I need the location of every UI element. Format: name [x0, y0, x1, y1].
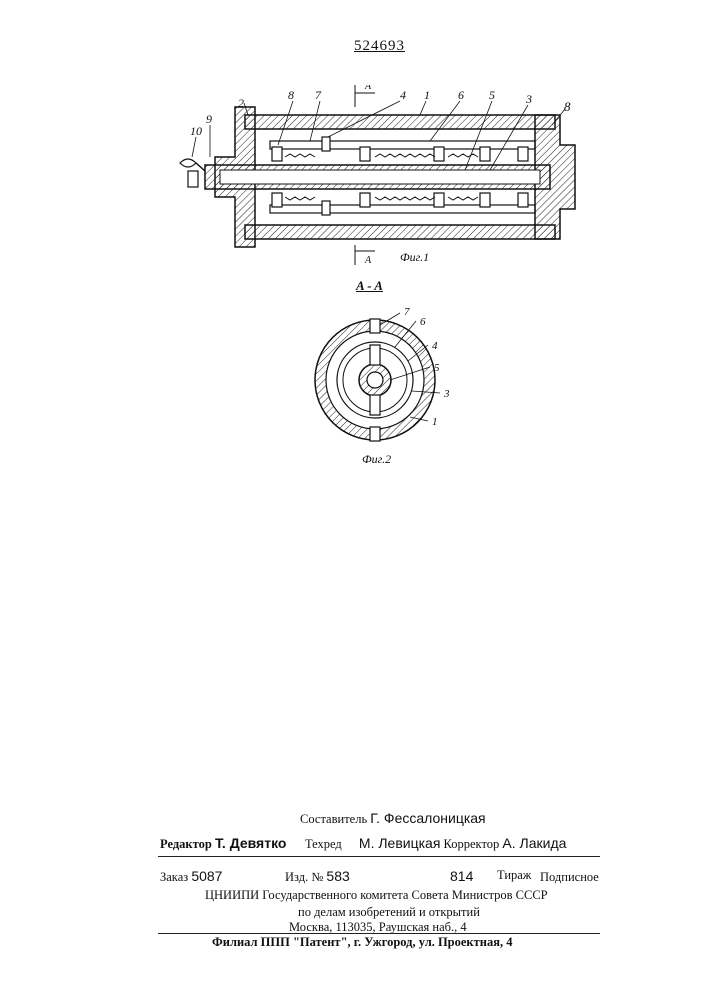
- subscription-label: Подписное: [540, 870, 599, 885]
- corrector-label: Корректор: [444, 837, 500, 851]
- springs-bottom: [285, 197, 478, 200]
- patent-number: 524693: [354, 38, 405, 55]
- fig1-label-10: 10: [190, 124, 202, 138]
- housing-top-wall: [245, 115, 555, 129]
- fig1-label-8b: 8: [564, 99, 571, 114]
- fig1-label-3: 3: [525, 92, 532, 106]
- compiler-line: Составитель Г. Фессалоницкая: [300, 810, 486, 827]
- valve-handle: [180, 159, 196, 167]
- divider-bottom: [158, 933, 600, 934]
- order-label: Заказ: [160, 870, 188, 884]
- springs-top: [285, 154, 478, 157]
- fig2-label-7: 7: [404, 306, 410, 318]
- fig1-label-2: 2: [238, 96, 244, 110]
- edition-value: 583: [326, 868, 349, 884]
- fig1-label-8a: 8: [288, 88, 294, 102]
- figure-1-drawing: 2 8 7 4 1 6 5 3 8 9 10 A A Фиг.1: [160, 85, 590, 275]
- fig1-label-5: 5: [489, 88, 495, 102]
- org-line-2: по делам изобретений и открытий: [298, 905, 480, 920]
- housing-bottom-wall: [245, 225, 555, 239]
- fig1-label-4: 4: [400, 88, 406, 102]
- editor-label: Редактор: [160, 837, 212, 851]
- divider-top: [158, 856, 600, 857]
- editor-name: Т. Девятко: [215, 835, 287, 851]
- edition-line: Изд. № 583: [285, 868, 350, 885]
- techred-label: Техред: [305, 837, 342, 851]
- figure-1-caption: Фиг.1: [400, 250, 429, 264]
- shaft-bore: [220, 170, 540, 184]
- figure-2-drawing: 7 6 4 5 3 1 Фиг.2: [300, 305, 480, 470]
- fig1-label-1: 1: [424, 88, 430, 102]
- editor-line: Редактор Т. Девятко: [160, 835, 286, 852]
- section-mark-top: A: [364, 85, 372, 92]
- techred-name: М. Левицкая: [359, 835, 441, 851]
- fig2-label-1: 1: [432, 416, 438, 428]
- compiler-label: Составитель: [300, 812, 367, 826]
- section-title: A - A: [356, 278, 383, 294]
- edition-label: Изд. №: [285, 870, 323, 884]
- order-line: Заказ 5087: [160, 868, 222, 885]
- circulation-line: 814: [450, 868, 473, 885]
- circulation-label: Тираж: [497, 868, 531, 883]
- fig1-label-9: 9: [206, 112, 212, 126]
- order-value: 5087: [191, 868, 222, 884]
- compiler-name: Г. Фессалоницкая: [370, 810, 485, 826]
- inner-sleeve-bottom: [270, 205, 535, 213]
- branch-line: Филиал ППП "Патент", г. Ужгород, ул. Про…: [212, 935, 512, 950]
- techred-line: Техред М. Левицкая Корректор А. Лакида: [305, 835, 566, 852]
- circulation-value: 814: [450, 868, 473, 884]
- fig1-label-7: 7: [315, 88, 322, 102]
- fig2-label-3: 3: [443, 388, 450, 400]
- fig2-label-6: 6: [420, 316, 426, 328]
- org-line-1: ЦНИИПИ Государственного комитета Совета …: [205, 888, 548, 903]
- section-mark-bottom: A: [364, 255, 372, 266]
- corrector-name: А. Лакида: [502, 835, 566, 851]
- fig2-label-5: 5: [434, 362, 440, 374]
- fig1-label-6: 6: [458, 88, 464, 102]
- fig2-label-4: 4: [432, 340, 438, 352]
- figure-2-caption: Фиг.2: [362, 452, 391, 466]
- inner-sleeve-top: [270, 141, 535, 149]
